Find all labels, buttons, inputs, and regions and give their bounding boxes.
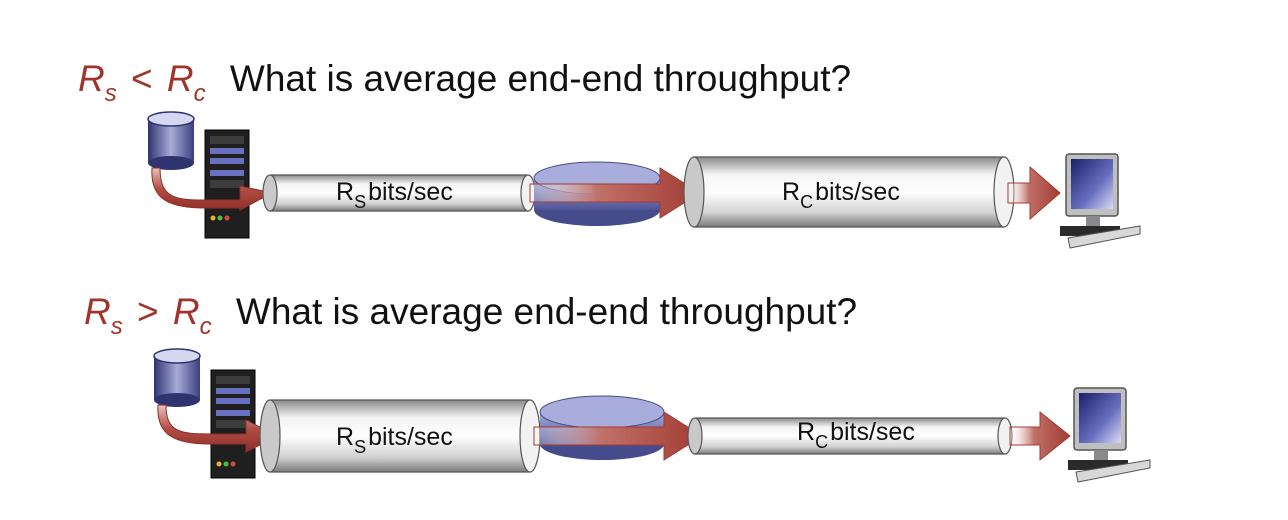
pipe-rc [687, 417, 1013, 455]
question-text: What is average end-end throughput? [229, 58, 852, 99]
scenario-1-diagram [147, 111, 1141, 249]
rc-pipe-label: RCbits/sec [782, 178, 900, 212]
pipe-rc [683, 156, 1015, 228]
server-icon [204, 129, 250, 239]
transfer-arrow [529, 167, 701, 219]
rc-pipe-label: RCbits/sec [797, 418, 915, 452]
transfer-arrow [533, 411, 703, 461]
scenario-2-diagram [153, 348, 1151, 483]
rs-pipe-label: RSbits/sec [336, 178, 453, 212]
destination-arrow [1009, 410, 1071, 462]
database-icon [153, 348, 201, 407]
greater-than-operator: > [137, 291, 159, 332]
database-icon [147, 111, 195, 170]
question-text: What is average end-end throughput? [235, 291, 858, 332]
scenario-1-title: Rs < Rc What is average end-end throughp… [78, 60, 851, 106]
rc-variable: Rc [172, 291, 212, 340]
rs-variable: Rs [84, 291, 123, 340]
source-arrow [157, 404, 280, 453]
rs-pipe-label: RSbits/sec [336, 423, 453, 457]
source-arrow [151, 167, 274, 211]
scenario-2-title: Rs > Rc What is average end-end throughp… [84, 293, 857, 339]
destination-arrow [1007, 165, 1061, 221]
computer-icon [1060, 153, 1141, 249]
rc-variable: Rc [166, 58, 206, 107]
computer-icon [1068, 387, 1151, 483]
less-than-operator: < [131, 58, 153, 99]
pipe-rs [262, 174, 536, 212]
rs-variable: Rs [78, 58, 117, 107]
